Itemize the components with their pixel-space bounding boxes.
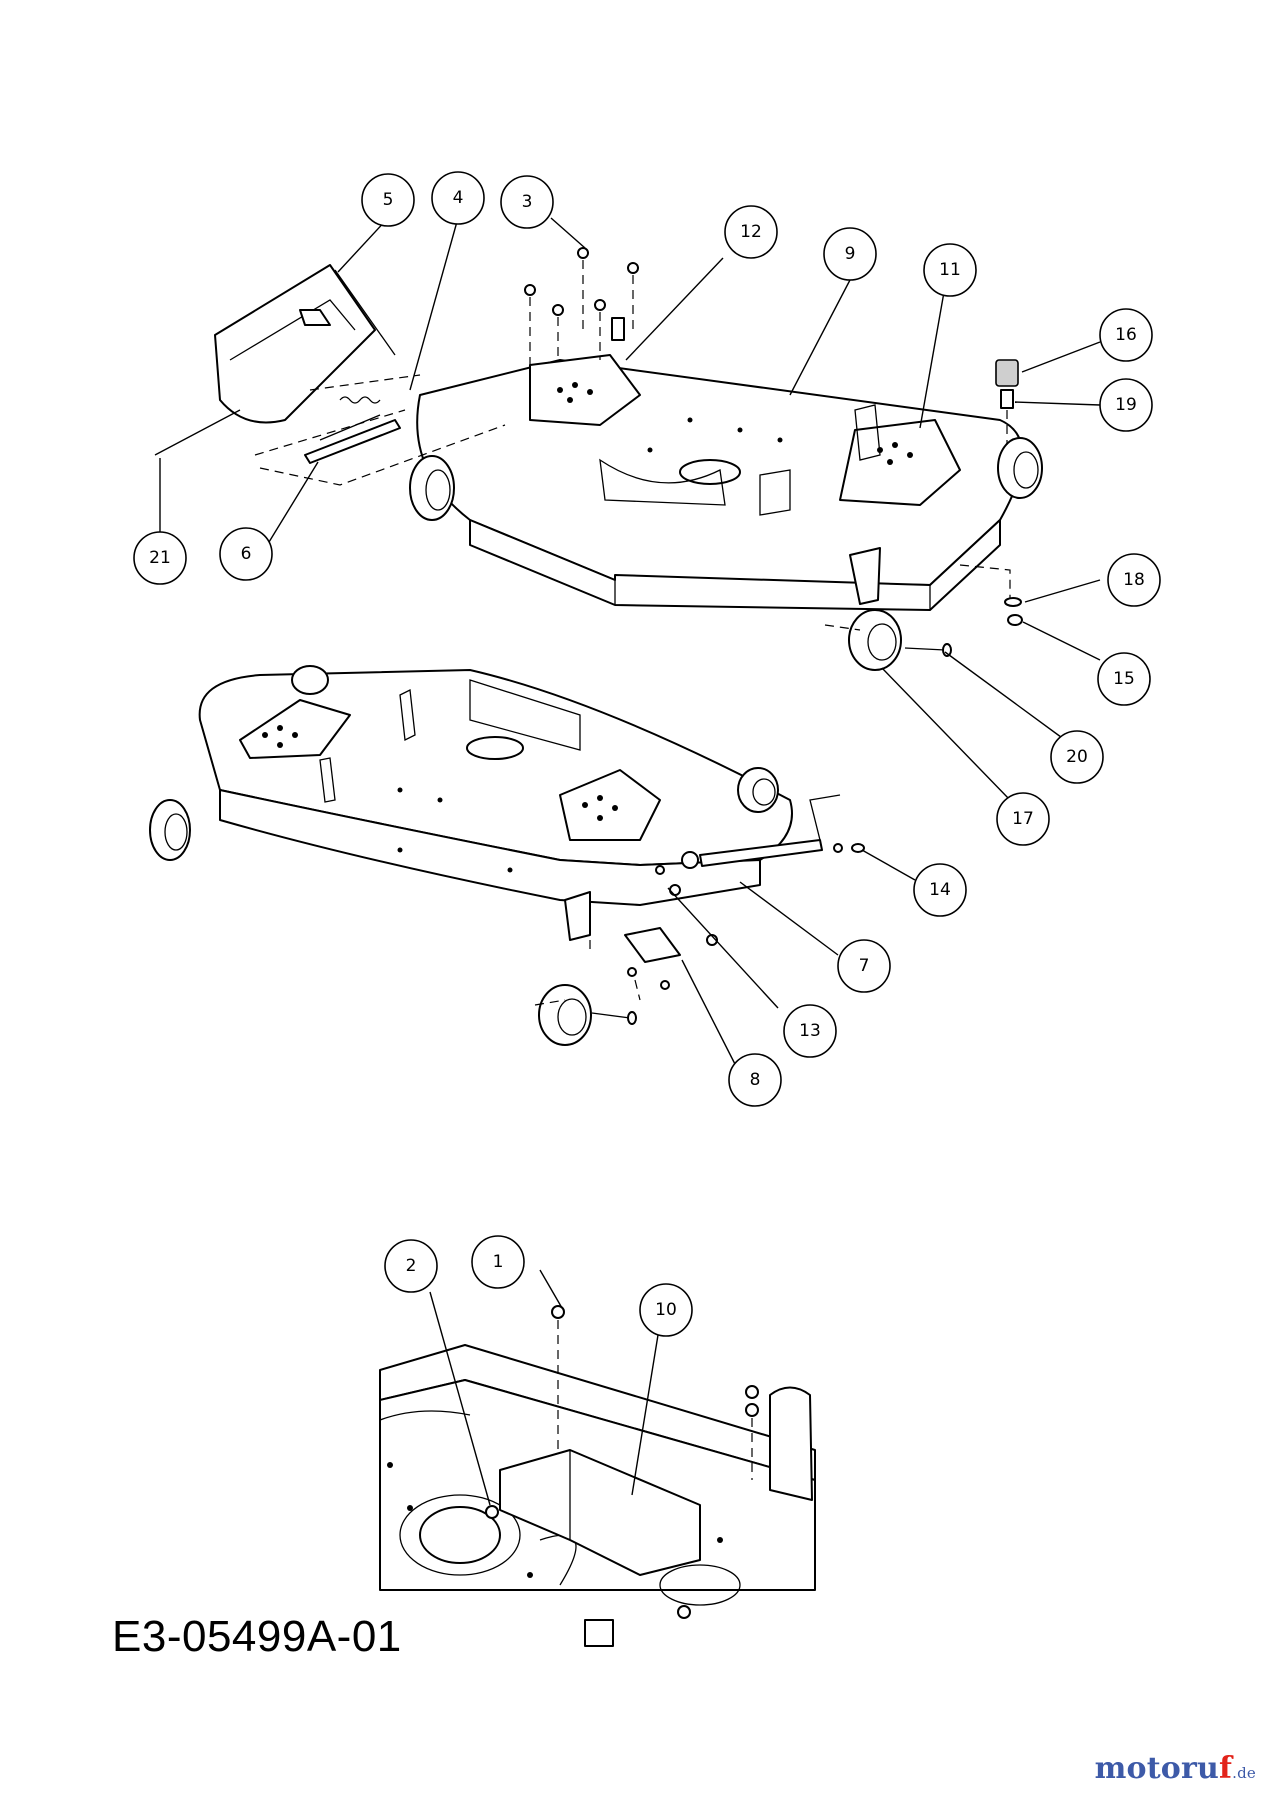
callout-3: 3: [500, 175, 554, 229]
svg-text:15: 15: [1113, 669, 1135, 689]
svg-text:19: 19: [1115, 395, 1137, 415]
callout-13: 13: [783, 1004, 837, 1058]
mower-deck-top-view: [409, 354, 1043, 671]
callout-6: 6: [219, 527, 273, 581]
callout-1: 1: [471, 1235, 525, 1289]
leader-lines: [159, 217, 1101, 1506]
svg-text:14: 14: [929, 880, 951, 900]
svg-text:7: 7: [859, 956, 870, 976]
deck-detail-view: [379, 1305, 816, 1647]
callout-10: 10: [639, 1283, 693, 1337]
svg-text:8: 8: [750, 1070, 761, 1090]
callout-11: 11: [923, 243, 977, 297]
watermark-main: motoru: [1094, 1751, 1220, 1786]
drawing-code: E3-05499A-01: [112, 1612, 402, 1661]
svg-text:6: 6: [241, 544, 252, 564]
mower-deck-bottom-view: [149, 665, 865, 1046]
callout-20: 20: [1050, 730, 1104, 784]
svg-text:10: 10: [655, 1300, 677, 1320]
callout-16: 16: [1099, 308, 1153, 362]
svg-text:18: 18: [1123, 570, 1145, 590]
callout-9: 9: [823, 227, 877, 281]
watermark-accent: f: [1219, 1751, 1233, 1786]
callout-18: 18: [1107, 553, 1161, 607]
callout-8: 8: [728, 1053, 782, 1107]
svg-text:20: 20: [1066, 747, 1088, 767]
svg-text:3: 3: [522, 192, 533, 212]
callout-2: 2: [384, 1239, 438, 1293]
watermark-tld: .de: [1232, 1764, 1256, 1782]
svg-text:4: 4: [453, 188, 464, 208]
callout-19: 19: [1099, 378, 1153, 432]
callout-12: 12: [724, 205, 778, 259]
callout-7: 7: [837, 939, 891, 993]
svg-text:11: 11: [939, 260, 961, 280]
svg-text:1: 1: [493, 1252, 504, 1272]
svg-text:9: 9: [845, 244, 856, 264]
callout-4: 4: [431, 171, 485, 225]
callout-15: 15: [1097, 652, 1151, 706]
svg-text:5: 5: [383, 190, 394, 210]
callout-17: 17: [996, 792, 1050, 846]
svg-text:12: 12: [740, 222, 762, 242]
svg-text:13: 13: [799, 1021, 821, 1041]
watermark-logo: motoruf.de: [1095, 1751, 1256, 1786]
svg-text:2: 2: [406, 1256, 417, 1276]
discharge-deflector: [154, 264, 506, 486]
hardware-fasteners-top: [524, 247, 1023, 626]
callout-5: 5: [361, 173, 415, 227]
svg-text:21: 21: [149, 548, 171, 568]
svg-text:17: 17: [1012, 809, 1034, 829]
callout-14: 14: [913, 863, 967, 917]
svg-text:16: 16: [1115, 325, 1137, 345]
callout-21: 21: [133, 531, 187, 585]
